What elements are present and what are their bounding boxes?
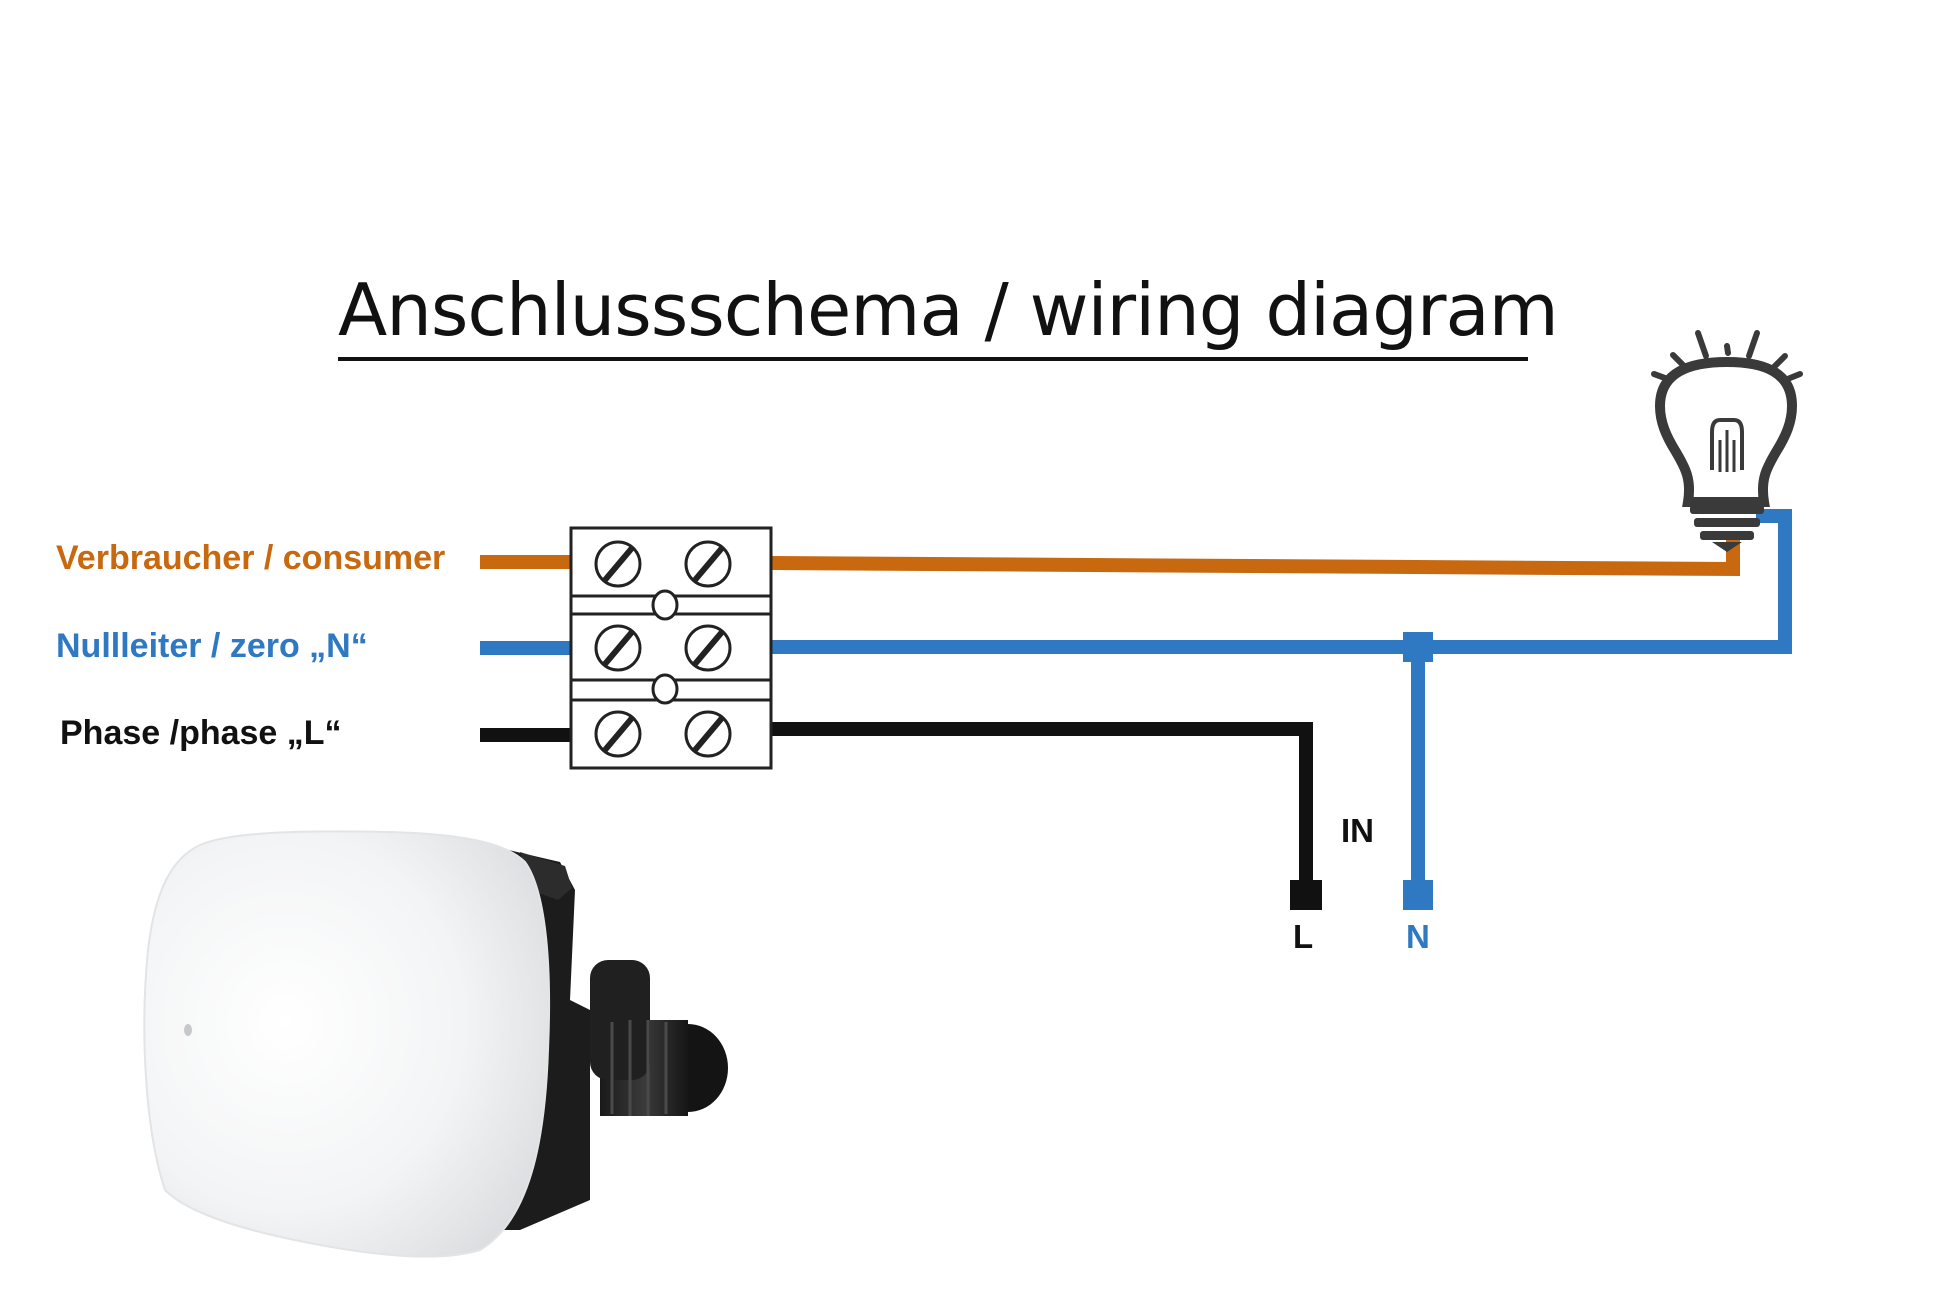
phase-wire <box>480 722 1322 910</box>
page-title: Anschlussschema / wiring diagram <box>338 268 1559 352</box>
neutral-label: Nullleiter / zero „N“ <box>56 627 368 665</box>
neutral-junction <box>1403 632 1433 662</box>
consumer-label: Verbraucher / consumer <box>56 539 446 577</box>
input-label: IN <box>1341 812 1374 849</box>
line-terminal-label: L <box>1293 918 1314 955</box>
terminal-block-icon <box>569 526 773 770</box>
phase-terminal <box>1290 880 1322 910</box>
neutral-wire <box>480 509 1792 910</box>
neutral-terminal-label: N <box>1406 918 1430 955</box>
title-underline <box>338 357 1528 361</box>
neutral-terminal <box>1403 880 1433 910</box>
twilight-sensor-image <box>143 830 728 1258</box>
phase-label: Phase /phase „L“ <box>60 714 342 752</box>
light-bulb-icon <box>1651 330 1803 552</box>
